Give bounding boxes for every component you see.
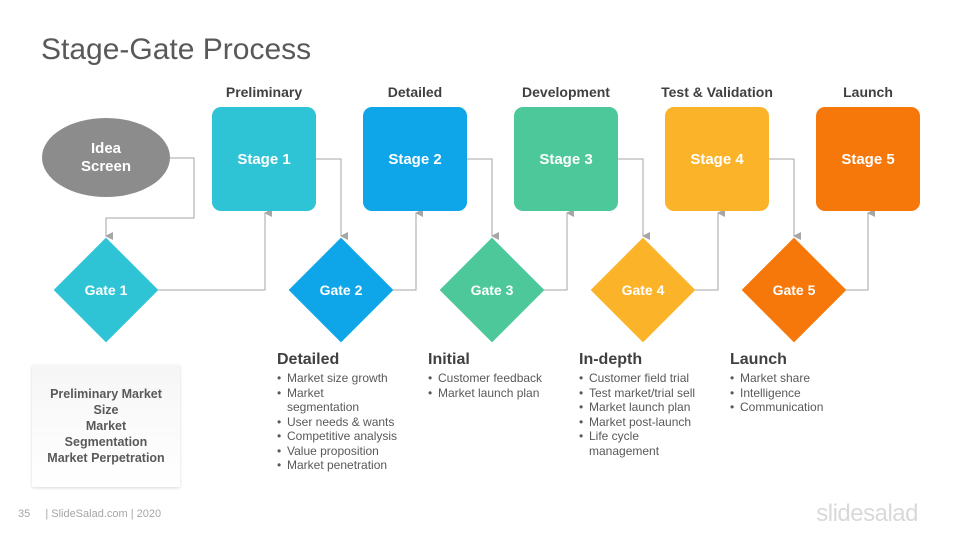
detail-item: Market segmentation <box>277 386 367 415</box>
stage-4-label: Stage 4 <box>690 150 744 168</box>
phase-label-preliminary: Preliminary <box>225 84 303 100</box>
preliminary-box-line: Segmentation <box>64 435 148 449</box>
page-title: Stage-Gate Process <box>41 33 312 66</box>
stage-4: Stage 4 <box>665 107 769 211</box>
gate-1-label: Gate 1 <box>84 282 128 298</box>
stage-2-label: Stage 2 <box>388 150 442 168</box>
gate-5: Gate 5 <box>741 237 847 343</box>
detail-item: Competitive analysis <box>277 429 412 444</box>
detail-block-in-depth: In-depth Customer field trial Test marke… <box>579 351 729 458</box>
detail-item: Market size growth <box>277 371 412 386</box>
gate-3-label: Gate 3 <box>470 282 514 298</box>
connector-stage-2-gate-3 <box>467 158 499 240</box>
detail-item: Intelligence <box>730 386 880 401</box>
detail-item: Market launch plan <box>428 386 578 401</box>
footer: 35 | SlideSalad.com | 2020 <box>18 508 161 520</box>
phase-label-development: Development <box>522 84 610 100</box>
detail-block-detailed: Detailed Market size growth Market segme… <box>277 351 412 473</box>
gate-4: Gate 4 <box>590 237 696 343</box>
detail-heading: In-depth <box>579 351 643 368</box>
detail-block-launch: Launch Market share Intelligence Communi… <box>730 351 880 415</box>
preliminary-market-box: Preliminary Market Size Market Segmentat… <box>32 365 180 487</box>
stage-1-label: Stage 1 <box>237 150 291 168</box>
phase-label-test-validation: Test & Validation <box>661 84 773 100</box>
slidesalad-logo: slidesalad <box>816 500 918 527</box>
detail-item: Market penetration <box>277 458 412 473</box>
page-number: 35 <box>18 508 31 520</box>
idea-screen-label: Idea Screen <box>80 139 132 175</box>
preliminary-box-line: Market Perpetration <box>47 451 165 465</box>
footer-text: | SlideSalad.com | 2020 <box>45 508 162 520</box>
detail-item: Market share <box>730 371 880 386</box>
detail-item: Value proposition <box>277 444 412 459</box>
detail-item: Customer field trial <box>579 371 729 386</box>
detail-item: Market post-launch <box>579 415 729 430</box>
connector-gate-2-stage-2 <box>392 209 423 291</box>
connector-idea-gate-1 <box>105 157 195 240</box>
detail-item: Test market/trial sell <box>579 386 729 401</box>
detail-item: Life cycle management <box>579 429 669 458</box>
gate-2: Gate 2 <box>288 237 394 343</box>
idea-screen-oval: Idea Screen <box>42 118 170 197</box>
stage-5-label: Stage 5 <box>841 150 895 168</box>
detail-heading: Initial <box>428 351 470 368</box>
phase-label-launch: Launch <box>843 84 893 100</box>
gate-2-label: Gate 2 <box>319 282 363 298</box>
stage-1: Stage 1 <box>212 107 316 211</box>
detail-block-initial: Initial Customer feedback Market launch … <box>428 351 578 400</box>
detail-item: Market launch plan <box>579 400 729 415</box>
detail-heading: Launch <box>730 351 787 368</box>
connector-gate-5-stage-5 <box>845 209 875 291</box>
phase-label-detailed: Detailed <box>387 84 443 100</box>
stage-3: Stage 3 <box>514 107 618 211</box>
connector-stage-1-gate-2 <box>316 158 348 240</box>
detail-item: Communication <box>730 400 880 415</box>
connector-gate-1-stage-1 <box>158 209 272 291</box>
stage-3-label: Stage 3 <box>539 150 593 168</box>
preliminary-box-line: Size <box>93 403 119 417</box>
gate-3: Gate 3 <box>439 237 545 343</box>
connector-stage-3-gate-4 <box>618 158 650 240</box>
connector-stage-4-gate-5 <box>769 158 801 240</box>
preliminary-box-line: Market <box>85 419 127 433</box>
detail-heading: Detailed <box>277 351 340 368</box>
stage-5: Stage 5 <box>816 107 920 211</box>
connector-gate-4-stage-4 <box>694 209 725 291</box>
gate-1: Gate 1 <box>53 237 159 343</box>
detail-item: Customer feedback <box>428 371 578 386</box>
gate-5-label: Gate 5 <box>772 282 816 298</box>
detail-item: User needs & wants <box>277 415 412 430</box>
connector-gate-3-stage-3 <box>543 209 574 291</box>
stage-2: Stage 2 <box>363 107 467 211</box>
gate-4-label: Gate 4 <box>621 282 665 298</box>
preliminary-box-line: Preliminary Market <box>50 387 162 401</box>
